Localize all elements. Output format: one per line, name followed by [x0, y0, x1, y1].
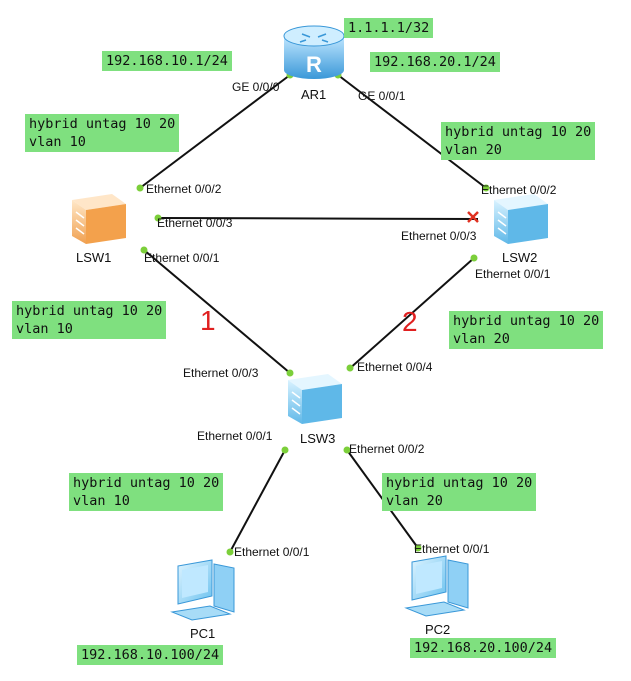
config-line: hybrid untag 10 20: [386, 475, 533, 491]
port-label: GE 0/0/0: [232, 80, 280, 94]
port-dot: [414, 544, 422, 552]
config-note: hybrid untag 10 20 vlan 20: [441, 122, 596, 160]
lsw1-label: LSW1: [76, 250, 112, 265]
pc1-label: PC1: [190, 626, 216, 641]
port-label: Ethernet 0/0/1: [144, 251, 220, 265]
svg-text:R: R: [306, 52, 322, 77]
lsw2-label: LSW2: [502, 250, 538, 265]
router-icon: R: [283, 25, 345, 79]
port-label: Ethernet 0/0/3: [183, 366, 259, 380]
port-label: Ethernet 0/0/1: [475, 267, 551, 281]
port-dot: [286, 369, 294, 377]
port-dot: [226, 548, 234, 556]
lsw3-label: LSW3: [300, 431, 336, 446]
port-label: Ethernet 0/0/2: [481, 183, 557, 197]
port-label: Ethernet 0/0/2: [349, 442, 425, 456]
config-line: vlan 10: [16, 321, 73, 337]
config-line: vlan 20: [386, 493, 443, 509]
port-dot: [470, 254, 478, 262]
loopback-ip: 1.1.1.1/32: [344, 18, 434, 38]
pc2-ip: 192.168.20.100/24: [410, 638, 557, 658]
link-lsw1-lsw2: [157, 217, 479, 220]
port-dot: [346, 364, 354, 372]
config-line: vlan 20: [445, 142, 502, 158]
config-line: vlan 10: [29, 134, 86, 150]
gw20-ip: 192.168.20.1/24: [370, 52, 500, 72]
config-line: hybrid untag 10 20: [29, 116, 176, 132]
port-label: GE 0/0/1: [358, 89, 406, 103]
link-number-1: 1: [200, 305, 216, 336]
switch-icon: [72, 194, 126, 244]
link-lsw2-lsw3: [347, 257, 475, 371]
pc1-ip: 192.168.10.100/24: [77, 645, 224, 665]
link-lsw3-pc1: [229, 449, 286, 553]
config-note: hybrid untag 10 20 vlan 10: [25, 114, 180, 152]
pc-icon: [170, 559, 235, 621]
port-dot: [343, 446, 351, 454]
config-line: hybrid untag 10 20: [445, 124, 592, 140]
port-dot: [140, 246, 148, 254]
pc2-label: PC2: [425, 622, 451, 637]
port-label: Ethernet 0/0/3: [401, 229, 477, 243]
port-dot: [482, 184, 490, 192]
port-label: Ethernet 0/0/1: [234, 545, 310, 559]
pc-icon: [404, 555, 469, 617]
port-label: Ethernet 0/0/1: [197, 429, 273, 443]
port-label: Ethernet 0/0/1: [414, 542, 490, 556]
port-dot: [154, 214, 162, 222]
config-line: hybrid untag 10 20: [16, 303, 163, 319]
config-line: hybrid untag 10 20: [453, 313, 600, 329]
config-line: hybrid untag 10 20: [73, 475, 220, 491]
config-line: vlan 20: [453, 331, 510, 347]
switch-icon: [494, 194, 548, 244]
switch-icon: [288, 374, 342, 424]
port-dot: [281, 446, 289, 454]
config-note: hybrid untag 10 20 vlan 10: [12, 301, 167, 339]
link-number-2: 2: [402, 306, 418, 337]
config-note: hybrid untag 10 20 vlan 20: [449, 311, 604, 349]
port-label: Ethernet 0/0/3: [157, 216, 233, 230]
config-line: vlan 10: [73, 493, 130, 509]
config-note: hybrid untag 10 20 vlan 10: [69, 473, 224, 511]
link-ar1-lsw1: [139, 74, 291, 189]
port-dot: [136, 184, 144, 192]
port-label: Ethernet 0/0/4: [357, 360, 433, 374]
config-note: hybrid untag 10 20 vlan 20: [382, 473, 537, 511]
link-lsw1-lsw3: [143, 249, 291, 374]
gw10-ip: 192.168.10.1/24: [102, 51, 232, 71]
port-label: Ethernet 0/0/2: [146, 182, 222, 196]
link-ar1-lsw2: [337, 74, 487, 189]
router-label: AR1: [301, 87, 327, 102]
blocked-port-icon: [467, 211, 479, 223]
